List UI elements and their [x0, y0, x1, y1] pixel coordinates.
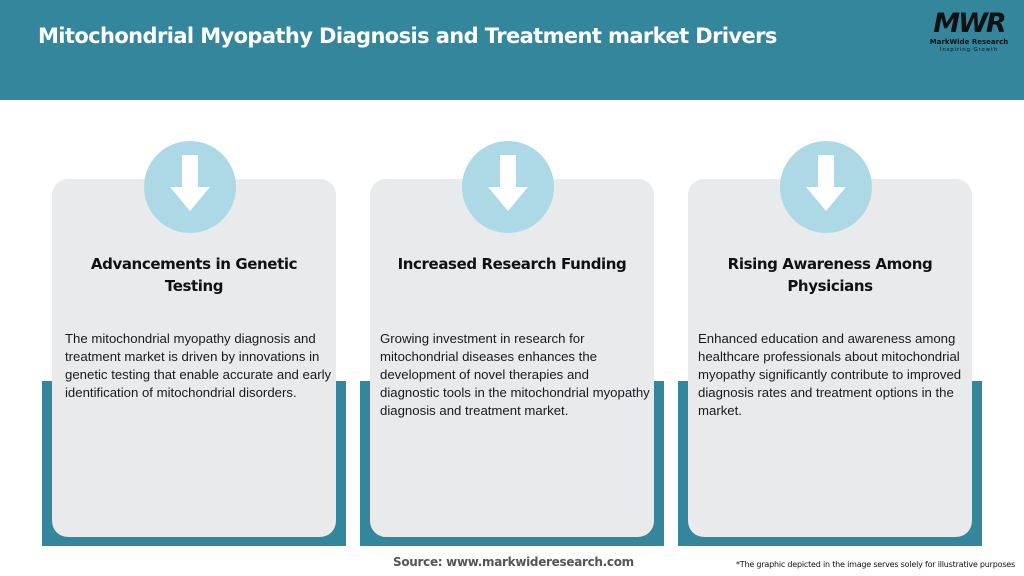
driver-description: The mitochondrial myopathy diagnosis and…	[65, 331, 332, 400]
logo-name: MarkWide Research	[929, 38, 1009, 46]
driver-title: Rising Awareness Among Physicians	[727, 255, 933, 295]
icon-circle	[144, 141, 236, 233]
card-panel	[688, 179, 972, 537]
driver-card-genetic-testing: Advancements in Genetic Testing The mito…	[42, 0, 346, 576]
logo-mark: MWR	[933, 8, 1006, 39]
driver-card-physician-awareness: Rising Awareness Among Physicians Enhanc…	[678, 0, 982, 576]
driver-title: Increased Research Funding	[397, 255, 627, 273]
icon-circle	[462, 141, 554, 233]
driver-description: Enhanced education and awareness among h…	[698, 331, 962, 418]
source-credit: Source: www.markwideresearch.com	[393, 555, 634, 569]
arrow-down-icon	[488, 155, 528, 211]
driver-description: Growing investment in research for mitoc…	[380, 331, 650, 418]
disclaimer-note: *The graphic depicted in the image serve…	[735, 560, 1015, 569]
arrow-down-icon	[806, 155, 846, 211]
header-banner: Mitochondrial Myopathy Diagnosis and Tre…	[0, 0, 1024, 100]
driver-card-research-funding: Increased Research Funding Growing inves…	[360, 0, 664, 576]
icon-circle	[780, 141, 872, 233]
driver-title: Advancements in Genetic Testing	[90, 255, 298, 295]
logo-tagline: Inspiring Growth	[939, 47, 999, 53]
page-title: Mitochondrial Myopathy Diagnosis and Tre…	[38, 24, 777, 48]
card-panel	[52, 179, 336, 537]
logo: MWR MarkWide Research Inspiring Growth	[922, 10, 1016, 58]
arrow-down-icon	[170, 155, 210, 211]
card-panel	[370, 179, 654, 537]
